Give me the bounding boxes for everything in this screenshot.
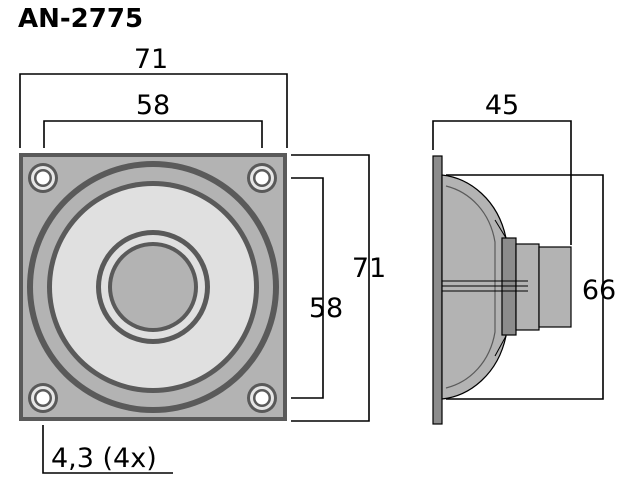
overall-height-label: 71 — [352, 253, 386, 284]
magnet — [515, 243, 540, 331]
side-view: 45 66 — [432, 90, 616, 425]
mounting-hole-bottom-right — [247, 383, 277, 413]
dimension-frame-diameter: 66 — [446, 174, 616, 400]
dimension-hole-spacing-width: 58 — [43, 90, 263, 148]
mounting-hole-top-right — [247, 163, 277, 193]
dimension-hole-spacing-height: 58 — [291, 177, 343, 399]
mounting-flange — [432, 155, 443, 425]
dimension-hole-diameter: 4,3 (4x) — [42, 425, 173, 474]
hole-spacing-width-label: 58 — [136, 90, 170, 121]
magnet-back-plate — [538, 246, 572, 328]
speaker-basket — [441, 174, 507, 400]
frame-diameter-label: 66 — [582, 275, 616, 306]
cone-profile — [445, 185, 496, 389]
hole-diameter-label: 4,3 (4x) — [51, 443, 157, 474]
depth-label: 45 — [485, 90, 519, 121]
mounting-hole-top-left — [28, 163, 58, 193]
hole-spacing-height-label: 58 — [309, 293, 343, 324]
dimension-overall-height: 71 — [291, 154, 386, 422]
basket-arm — [494, 219, 507, 357]
dust-cap — [112, 246, 194, 328]
basket-spoke — [442, 280, 528, 292]
dimension-overall-width: 71 — [19, 44, 288, 148]
overall-width-label: 71 — [134, 44, 168, 75]
front-view: 71 58 — [19, 44, 386, 474]
mounting-hole-bottom-left — [28, 383, 58, 413]
dimension-depth: 45 — [432, 90, 572, 245]
model-title: AN-2775 — [18, 4, 143, 34]
